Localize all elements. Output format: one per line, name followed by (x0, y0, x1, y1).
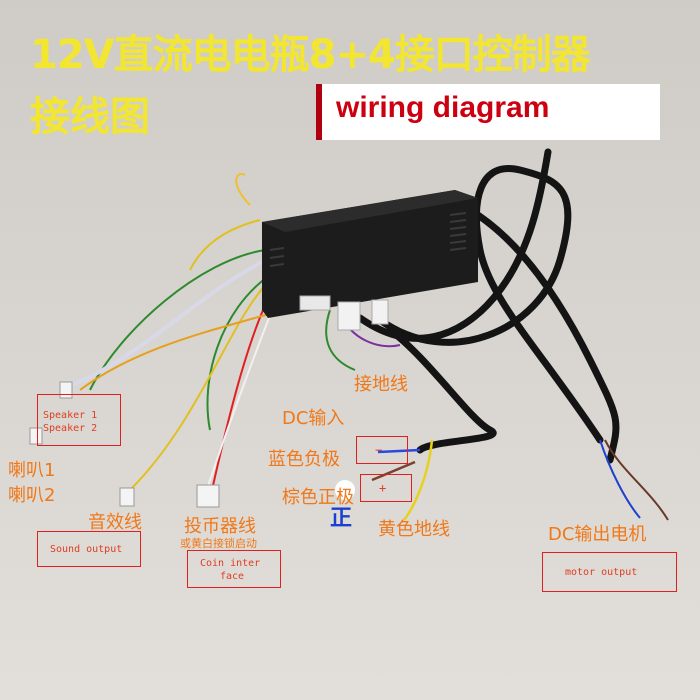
label-yellow-ground: 黄色地线 (378, 519, 450, 540)
speaker-2-text: Speaker 2 (43, 423, 98, 434)
page-subtitle: 接线图 (30, 94, 150, 140)
label-positive-mark: 正 (330, 506, 353, 531)
wiring-diagram-banner: wiring diagram (316, 84, 660, 140)
label-ground-wire: 接地线 (354, 374, 408, 395)
minus-box: − (356, 436, 408, 464)
coin-interface-text-1: Coin inter (200, 558, 261, 569)
sound-connector (119, 487, 135, 507)
label-speaker-1: 喇叭1 (8, 460, 56, 481)
label-coin-wire: 投币器线 (184, 516, 256, 537)
plus-box: + (360, 474, 412, 502)
motor-output-box: motor output (542, 552, 677, 592)
label-dc-input: DC输入 (282, 408, 345, 429)
speaker-1-text: Speaker 1 (43, 410, 98, 421)
minus-text: − (375, 443, 383, 457)
page-title: 12V直流电电瓶8+4接口控制器 (30, 32, 591, 78)
label-coin-wire-note: 或黄白接锁启动 (180, 537, 257, 550)
white-dot (335, 480, 355, 500)
plus-text: + (379, 481, 387, 495)
motor-output-text: motor output (565, 567, 638, 578)
sound-output-text: Sound output (50, 544, 123, 555)
black-cables (356, 148, 620, 464)
label-dc-output-motor: DC输出电机 (548, 524, 647, 545)
banner-text: wiring diagram (336, 91, 550, 124)
label-blue-negative: 蓝色负极 (268, 449, 340, 470)
controller-box (262, 190, 478, 331)
coin-interface-box: Coin inter face (187, 550, 281, 588)
sound-output-box: Sound output (37, 531, 141, 567)
coin-interface-text-2: face (220, 571, 245, 582)
label-brown-positive: 棕色正极 (282, 487, 354, 508)
label-sound-wire: 音效线 (88, 512, 142, 533)
label-speaker-2: 喇叭2 (8, 485, 56, 506)
speaker-connector (29, 427, 43, 445)
coin-connector (196, 484, 220, 508)
speaker-box: Speaker 1 Speaker 2 (37, 394, 121, 446)
